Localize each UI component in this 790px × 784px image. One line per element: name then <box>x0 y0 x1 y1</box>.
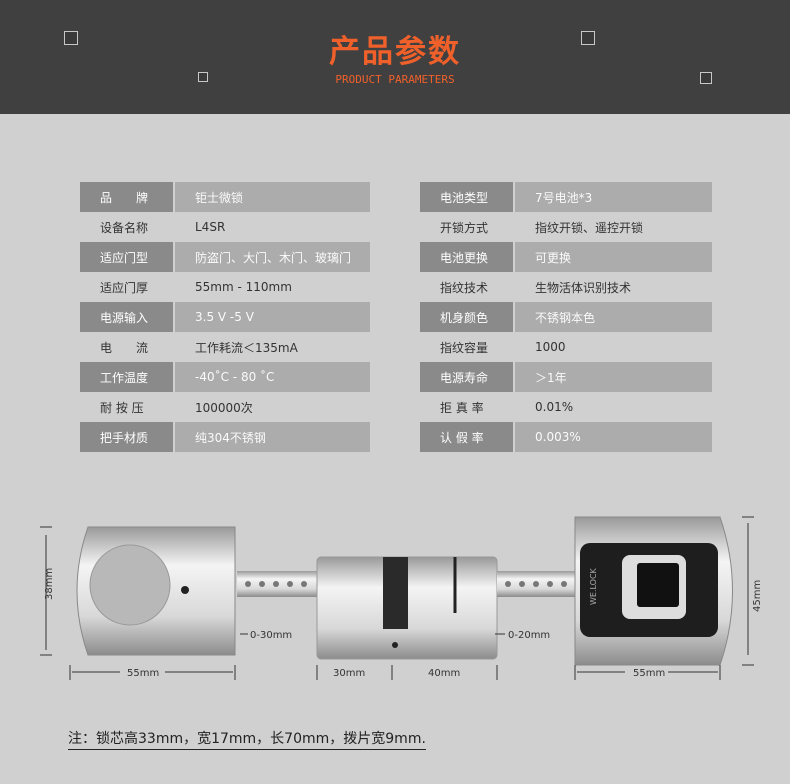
spec-row: 电 流 工作耗流＜135mA <box>80 332 370 362</box>
page-subtitle: PRODUCT PARAMETERS <box>335 73 455 86</box>
spec-value: 指纹开锁、遥控开锁 <box>535 220 644 235</box>
spec-label: 把手材质 <box>80 422 175 452</box>
spec-label: 工作温度 <box>80 362 175 392</box>
spec-value: 55mm - 110mm <box>195 280 292 294</box>
lock-dimension-diagram: WE.LOCK 38mm 45mm 55mm 55mm 0-30mm 0-20m… <box>40 516 763 680</box>
height-right-label: 45mm <box>752 580 763 612</box>
spec-label: 电 流 <box>100 340 149 355</box>
dimension-note: 注：锁芯高33mm，宽17mm，长70mm，拨片宽9mm. <box>68 728 426 750</box>
brand-label: WE.LOCK <box>589 567 598 605</box>
spec-label: 电池类型 <box>420 182 515 212</box>
spec-label: 电源输入 <box>80 302 175 332</box>
left-spec-table: 品 牌钜士微锁设备名称 L4SR 适应门型防盗门、大门、木门、玻璃门适应门厚 55mm… <box>80 182 370 452</box>
spec-row: 指纹技术 生物活体识别技术 <box>420 272 712 302</box>
spec-value: ＞1年 <box>515 362 712 392</box>
spec-value: -40˚C - 80 ˚C <box>175 362 370 392</box>
spec-label: 耐 按 压 <box>100 400 144 415</box>
spec-row: 品 牌钜士微锁 <box>80 182 370 212</box>
decor-square <box>700 72 712 84</box>
spec-row: 适应门厚 55mm - 110mm <box>80 272 370 302</box>
spec-value: 1000 <box>535 340 566 354</box>
spec-label: 开锁方式 <box>440 220 489 235</box>
spec-label: 品 牌 <box>80 182 175 212</box>
core-right-label: 40mm <box>428 668 460 679</box>
right-width-label: 55mm <box>633 668 665 679</box>
lock-cylinder <box>316 556 498 660</box>
height-left-label: 38mm <box>44 568 55 600</box>
page-title: 产品参数 <box>329 34 461 70</box>
spec-row: 电池更换可更换 <box>420 242 712 272</box>
core-left-label: 30mm <box>333 668 365 679</box>
spec-label: 认 假 率 <box>420 422 515 452</box>
spec-row: 耐 按 压 100000次 <box>80 392 370 422</box>
spec-row: 把手材质纯304不锈钢 <box>80 422 370 452</box>
spec-value: 可更换 <box>515 242 712 272</box>
spec-label: 设备名称 <box>100 220 149 235</box>
spec-value: 3.5 V -5 V <box>175 302 370 332</box>
range-left-label: 0-30mm <box>250 630 292 641</box>
spec-label: 指纹容量 <box>440 340 489 355</box>
spec-value: 7号电池*3 <box>515 182 712 212</box>
range-right-label: 0-20mm <box>508 630 550 641</box>
spec-row: 工作温度-40˚C - 80 ˚C <box>80 362 370 392</box>
spec-row: 机身颜色不锈钢本色 <box>420 302 712 332</box>
spec-row: 电源寿命＞1年 <box>420 362 712 392</box>
fingerprint-knob: WE.LOCK <box>574 516 733 666</box>
left-knob <box>76 526 236 656</box>
decor-square <box>64 31 78 45</box>
spec-row: 指纹容量 1000 <box>420 332 712 362</box>
spec-value: 0.01% <box>535 400 574 414</box>
spec-row: 设备名称 L4SR <box>80 212 370 242</box>
spec-row: 开锁方式 指纹开锁、遥控开锁 <box>420 212 712 242</box>
spec-label: 电源寿命 <box>420 362 515 392</box>
spec-label: 机身颜色 <box>420 302 515 332</box>
spec-value: 纯304不锈钢 <box>175 422 370 452</box>
spec-value: 生物活体识别技术 <box>535 280 632 295</box>
spec-row: 适应门型防盗门、大门、木门、玻璃门 <box>80 242 370 272</box>
spec-value: 防盗门、大门、木门、玻璃门 <box>175 242 370 272</box>
spec-value: 0.003% <box>515 422 712 452</box>
header: 产品参数 PRODUCT PARAMETERS <box>0 0 790 114</box>
spec-value: L4SR <box>195 220 226 234</box>
spec-value: 工作耗流＜135mA <box>195 340 298 355</box>
spec-label: 适应门型 <box>80 242 175 272</box>
spec-label: 拒 真 率 <box>440 400 484 415</box>
left-width-label: 55mm <box>127 668 159 679</box>
spec-label: 电池更换 <box>420 242 515 272</box>
decor-square <box>198 72 208 82</box>
spec-label: 适应门厚 <box>100 280 149 295</box>
spec-value: 钜士微锁 <box>175 182 370 212</box>
spec-row: 拒 真 率 0.01% <box>420 392 712 422</box>
spec-label: 指纹技术 <box>440 280 489 295</box>
decor-square <box>581 31 595 45</box>
spec-value: 不锈钢本色 <box>515 302 712 332</box>
spec-value: 100000次 <box>195 400 253 415</box>
